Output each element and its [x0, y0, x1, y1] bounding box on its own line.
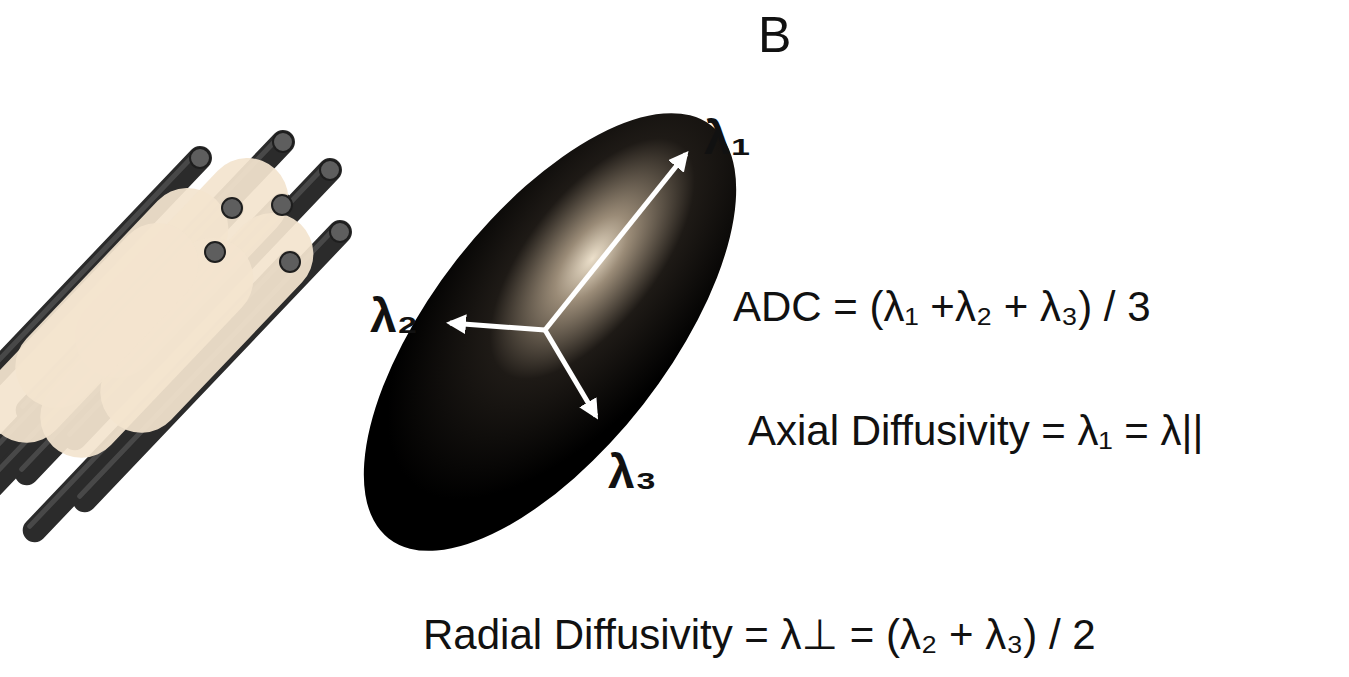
arrow-lambda1 [545, 154, 686, 330]
axon-highlight [22, 201, 277, 469]
arrow-lambda2 [450, 323, 545, 330]
fiber-bundle [0, 132, 350, 530]
axon-end [330, 222, 350, 242]
axon-end [222, 198, 242, 218]
formula: Radial Diffusivity = λ⊥ = (λ₂ + λ₃) / 2 [423, 612, 1096, 658]
axon [0, 208, 232, 476]
panel-letter: B [758, 8, 791, 63]
formula: ADC = (λ₁ +λ₂ + λ₃) / 3 [733, 284, 1151, 330]
eigenvalue-label: λ₁ [704, 112, 751, 165]
myelin-sheath [26, 264, 157, 402]
axon-end [205, 242, 225, 262]
axon-end [272, 195, 292, 215]
diffusion-ellipsoid [296, 53, 805, 611]
axon-end [280, 252, 300, 272]
formula: Axial Diffusivity = λ₁ = λ|| [748, 408, 1203, 454]
axon-end [273, 132, 293, 152]
arrow-lambda3 [545, 330, 596, 416]
axon-end [190, 148, 210, 168]
eigenvalue-label: λ₃ [608, 446, 657, 499]
axon-highlight [0, 204, 227, 472]
eigenvector-arrows [450, 154, 686, 416]
axon-end [320, 160, 340, 180]
ellipsoid-shape [296, 53, 805, 611]
eigenvalue-label: λ₂ [370, 290, 418, 343]
